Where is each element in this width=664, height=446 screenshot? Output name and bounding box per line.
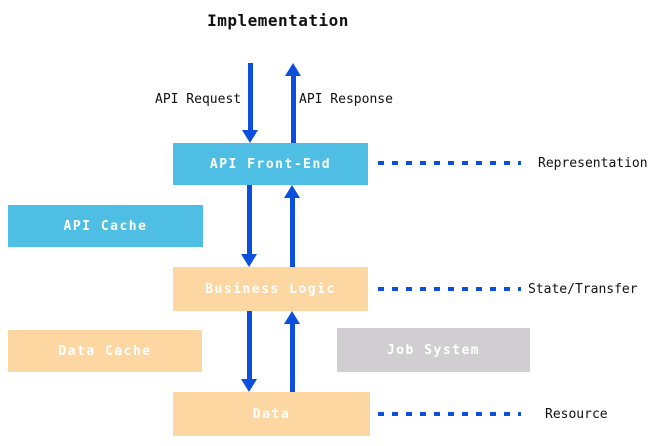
- arrow-head-down: [242, 130, 258, 143]
- arrow-shaft: [290, 76, 296, 143]
- api-response-label: API Response: [299, 92, 393, 107]
- arrow-head-up: [284, 311, 300, 324]
- node-job-system-label: Job System: [386, 342, 481, 358]
- arrow-head-up: [285, 63, 301, 76]
- node-data-cache-label: Data Cache: [58, 343, 152, 359]
- arrow-shaft: [246, 311, 252, 379]
- representation-label: Representation: [538, 156, 648, 171]
- node-data-cache: Data Cache: [8, 330, 202, 372]
- logic-to-data-down-arrow: [241, 311, 257, 392]
- state-transfer-label: State/Transfer: [528, 282, 638, 297]
- node-data: Data: [173, 392, 370, 436]
- api-request-down-arrow: [242, 63, 258, 143]
- node-api-front-end-label: API Front-End: [209, 156, 332, 172]
- api-request-label: API Request: [155, 92, 242, 107]
- node-api-cache-label: API Cache: [63, 218, 148, 234]
- node-job-system: Job System: [337, 328, 530, 372]
- arrow-shaft: [289, 324, 295, 392]
- arrow-shaft: [246, 185, 252, 254]
- resource-dashed-line: [378, 412, 521, 416]
- node-api-front-end: API Front-End: [173, 143, 368, 185]
- representation-dashed-line: [378, 161, 521, 165]
- node-business-logic-label: Business Logic: [205, 281, 336, 297]
- arrow-shaft: [247, 63, 253, 130]
- node-business-logic: Business Logic: [173, 267, 368, 311]
- frontend-to-logic-down-arrow: [241, 185, 257, 267]
- resource-label: Resource: [545, 407, 608, 422]
- node-data-label: Data: [252, 406, 291, 422]
- arrow-head-down: [241, 254, 257, 267]
- logic-to-frontend-up-arrow: [284, 185, 300, 267]
- api-response-up-arrow: [285, 63, 301, 143]
- node-api-cache: API Cache: [8, 205, 203, 247]
- state-transfer-dashed-line: [378, 287, 521, 291]
- diagram-title: Implementation: [207, 11, 349, 30]
- arrow-head-up: [284, 185, 300, 198]
- arrow-shaft: [289, 198, 295, 267]
- arrow-head-down: [241, 379, 257, 392]
- data-to-logic-up-arrow: [284, 311, 300, 392]
